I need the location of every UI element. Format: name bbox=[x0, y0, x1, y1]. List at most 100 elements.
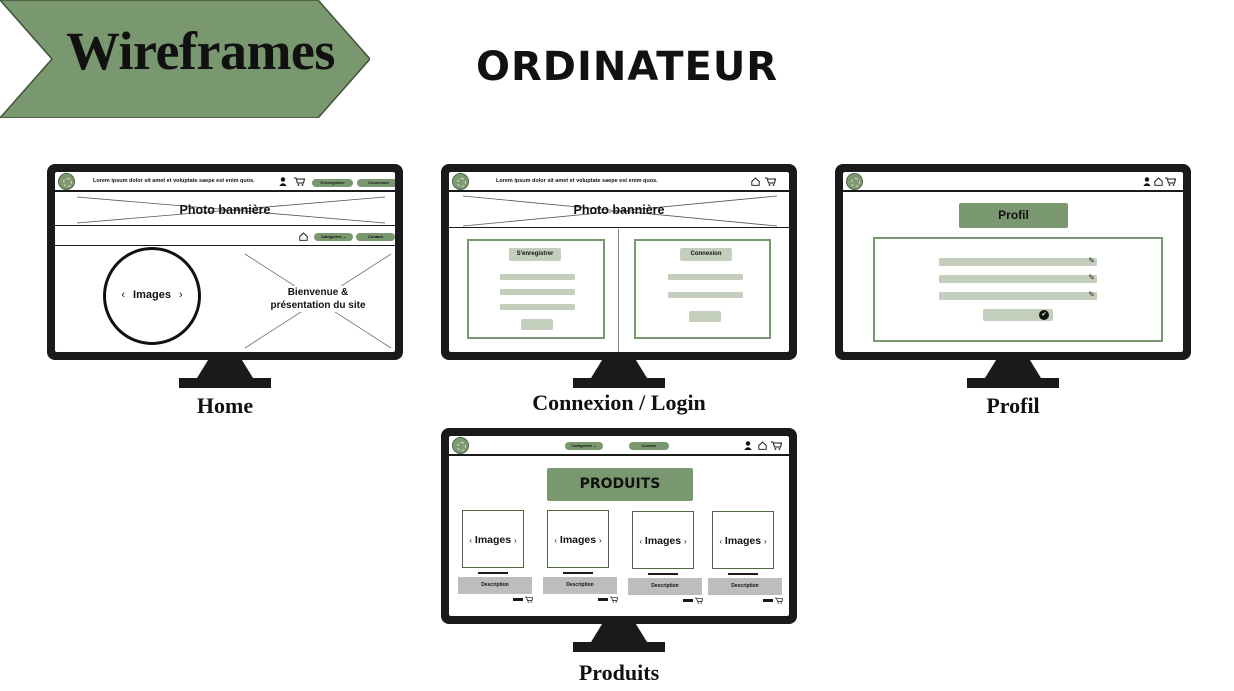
monitor-home: Lorem ipsum dolor sit amet et voluptate … bbox=[47, 164, 403, 388]
register-button[interactable]: S'enregistrer bbox=[312, 179, 353, 187]
produits-title: PRODUITS bbox=[547, 468, 693, 501]
login-field-2[interactable] bbox=[668, 292, 743, 298]
profil-title: Profil bbox=[959, 203, 1068, 228]
user-icon[interactable] bbox=[744, 441, 752, 452]
section-title: ORDINATEUR bbox=[476, 44, 779, 90]
home-icon[interactable] bbox=[758, 441, 767, 452]
banner-title: Wireframes bbox=[66, 21, 335, 81]
login-title[interactable]: Connexion bbox=[680, 248, 732, 261]
caption-home: Home bbox=[196, 393, 254, 418]
product-description-1: Description bbox=[458, 577, 532, 594]
chevron-down-icon: ⌄ bbox=[342, 234, 347, 239]
banner-label: Photo bannière bbox=[179, 203, 271, 217]
logo-icon[interactable] bbox=[452, 437, 469, 454]
cart-icon[interactable] bbox=[294, 177, 306, 188]
prev-icon[interactable]: ‹ bbox=[469, 536, 472, 545]
register-submit-button[interactable] bbox=[521, 319, 553, 330]
banner-placeholder: Photo bannière bbox=[55, 194, 395, 226]
nav-contact-button[interactable]: Contact bbox=[356, 233, 395, 241]
monitor-stand bbox=[197, 358, 253, 378]
register-field-2[interactable] bbox=[500, 289, 575, 295]
next-icon[interactable]: › bbox=[764, 537, 767, 546]
monitor-base bbox=[573, 642, 665, 652]
monitor-profil: Profil ✎ ✎ ✎ ✔ bbox=[835, 164, 1191, 388]
register-field-1[interactable] bbox=[500, 274, 575, 280]
profil-field-3[interactable]: ✎ bbox=[939, 290, 1097, 300]
cart-icon[interactable] bbox=[695, 596, 704, 606]
prev-icon[interactable]: ‹ bbox=[719, 537, 722, 546]
nav-categories-button[interactable]: Catégories ⌄ bbox=[565, 442, 603, 450]
cart-icon[interactable] bbox=[765, 177, 777, 188]
prev-icon[interactable]: ‹ bbox=[554, 536, 557, 545]
register-title[interactable]: S'enregistrer bbox=[509, 248, 561, 261]
prev-icon[interactable]: ‹ bbox=[639, 537, 642, 546]
header-lorem-text: Lorem ipsum dolor sit amet et voluptate … bbox=[93, 178, 255, 184]
home-icon[interactable] bbox=[1154, 177, 1163, 188]
logo-icon[interactable] bbox=[452, 173, 469, 190]
product-image-1[interactable]: ‹ Images › bbox=[462, 510, 524, 568]
header-lorem-text: Lorem ipsum dolor sit amet et voluptate … bbox=[496, 178, 658, 184]
profil-field-2[interactable]: ✎ bbox=[939, 273, 1097, 283]
cart-icon[interactable] bbox=[610, 595, 619, 605]
cart-icon[interactable] bbox=[775, 596, 784, 606]
product-image-label: Images bbox=[474, 534, 512, 546]
produits-display: Catégories ⌄ Contact PRODUITS ‹ Images › bbox=[449, 436, 789, 616]
welcome-line-1: Bienvenue & bbox=[287, 286, 349, 299]
cart-icon[interactable] bbox=[1165, 177, 1177, 188]
edit-icon[interactable]: ✎ bbox=[1088, 273, 1095, 282]
placeholder-cross bbox=[462, 195, 778, 227]
product-price-tag bbox=[683, 599, 693, 602]
nav-categories-button[interactable]: Catégories ⌄ bbox=[314, 233, 353, 241]
edit-icon[interactable]: ✎ bbox=[1088, 256, 1095, 265]
product-image-2[interactable]: ‹ Images › bbox=[547, 510, 609, 568]
profil-field-1[interactable]: ✎ bbox=[939, 256, 1097, 266]
product-title-line bbox=[728, 573, 758, 575]
cart-icon[interactable] bbox=[771, 441, 783, 452]
home-nav-bar: Catégories ⌄ Contact bbox=[55, 228, 395, 246]
login-form: Connexion bbox=[634, 239, 771, 339]
carousel-prev-icon[interactable]: ‹ bbox=[121, 289, 126, 301]
title-banner: Wireframes bbox=[0, 0, 370, 118]
welcome-text: Bienvenue & présentation du site bbox=[243, 286, 393, 312]
profil-save-button[interactable]: ✔ bbox=[983, 309, 1053, 321]
home-icon[interactable] bbox=[299, 232, 308, 243]
logo-icon[interactable] bbox=[58, 173, 75, 190]
welcome-placeholder: Bienvenue & présentation du site bbox=[243, 252, 393, 350]
image-carousel[interactable]: ‹Images› bbox=[103, 247, 201, 345]
login-button[interactable]: Connexion bbox=[357, 179, 395, 187]
edit-icon[interactable]: ✎ bbox=[1088, 290, 1095, 299]
home-display: Lorem ipsum dolor sit amet et voluptate … bbox=[55, 172, 395, 352]
product-title-line bbox=[478, 572, 508, 574]
product-image-4[interactable]: ‹ Images › bbox=[712, 511, 774, 569]
login-field-1[interactable] bbox=[668, 274, 743, 280]
product-image-label: Images bbox=[724, 535, 762, 547]
login-submit-button[interactable] bbox=[689, 311, 721, 322]
product-image-3[interactable]: ‹ Images › bbox=[632, 511, 694, 569]
placeholder-cross bbox=[76, 196, 386, 224]
user-icon[interactable] bbox=[279, 177, 287, 188]
product-description-3: Description bbox=[628, 578, 702, 595]
nav-categories-label: Catégories bbox=[571, 443, 593, 448]
home-icon[interactable] bbox=[751, 177, 760, 188]
next-icon[interactable]: › bbox=[684, 537, 687, 546]
profil-header bbox=[843, 172, 1183, 192]
register-field-3[interactable] bbox=[500, 304, 575, 310]
banner-placeholder: Photo bannière bbox=[449, 194, 789, 228]
nav-contact-button[interactable]: Contact bbox=[629, 442, 669, 450]
next-icon[interactable]: › bbox=[514, 536, 517, 545]
user-icon[interactable] bbox=[1143, 177, 1151, 188]
product-image-label: Images bbox=[644, 535, 682, 547]
login-display: Lorem ipsum dolor sit amet et voluptate … bbox=[449, 172, 789, 352]
logo-icon[interactable] bbox=[846, 173, 863, 190]
product-description-2: Description bbox=[543, 577, 617, 594]
column-divider bbox=[618, 229, 619, 352]
carousel-next-icon[interactable]: › bbox=[178, 289, 183, 301]
chevron-banner-shape bbox=[0, 0, 370, 118]
monitor-frame: Lorem ipsum dolor sit amet et voluptate … bbox=[47, 164, 403, 360]
next-icon[interactable]: › bbox=[599, 536, 602, 545]
monitor-stand bbox=[985, 358, 1041, 378]
caption-produits: Produits bbox=[578, 660, 660, 685]
register-form: S'enregistrer bbox=[467, 239, 605, 339]
cart-icon[interactable] bbox=[525, 595, 534, 605]
monitor-stand bbox=[591, 358, 647, 378]
